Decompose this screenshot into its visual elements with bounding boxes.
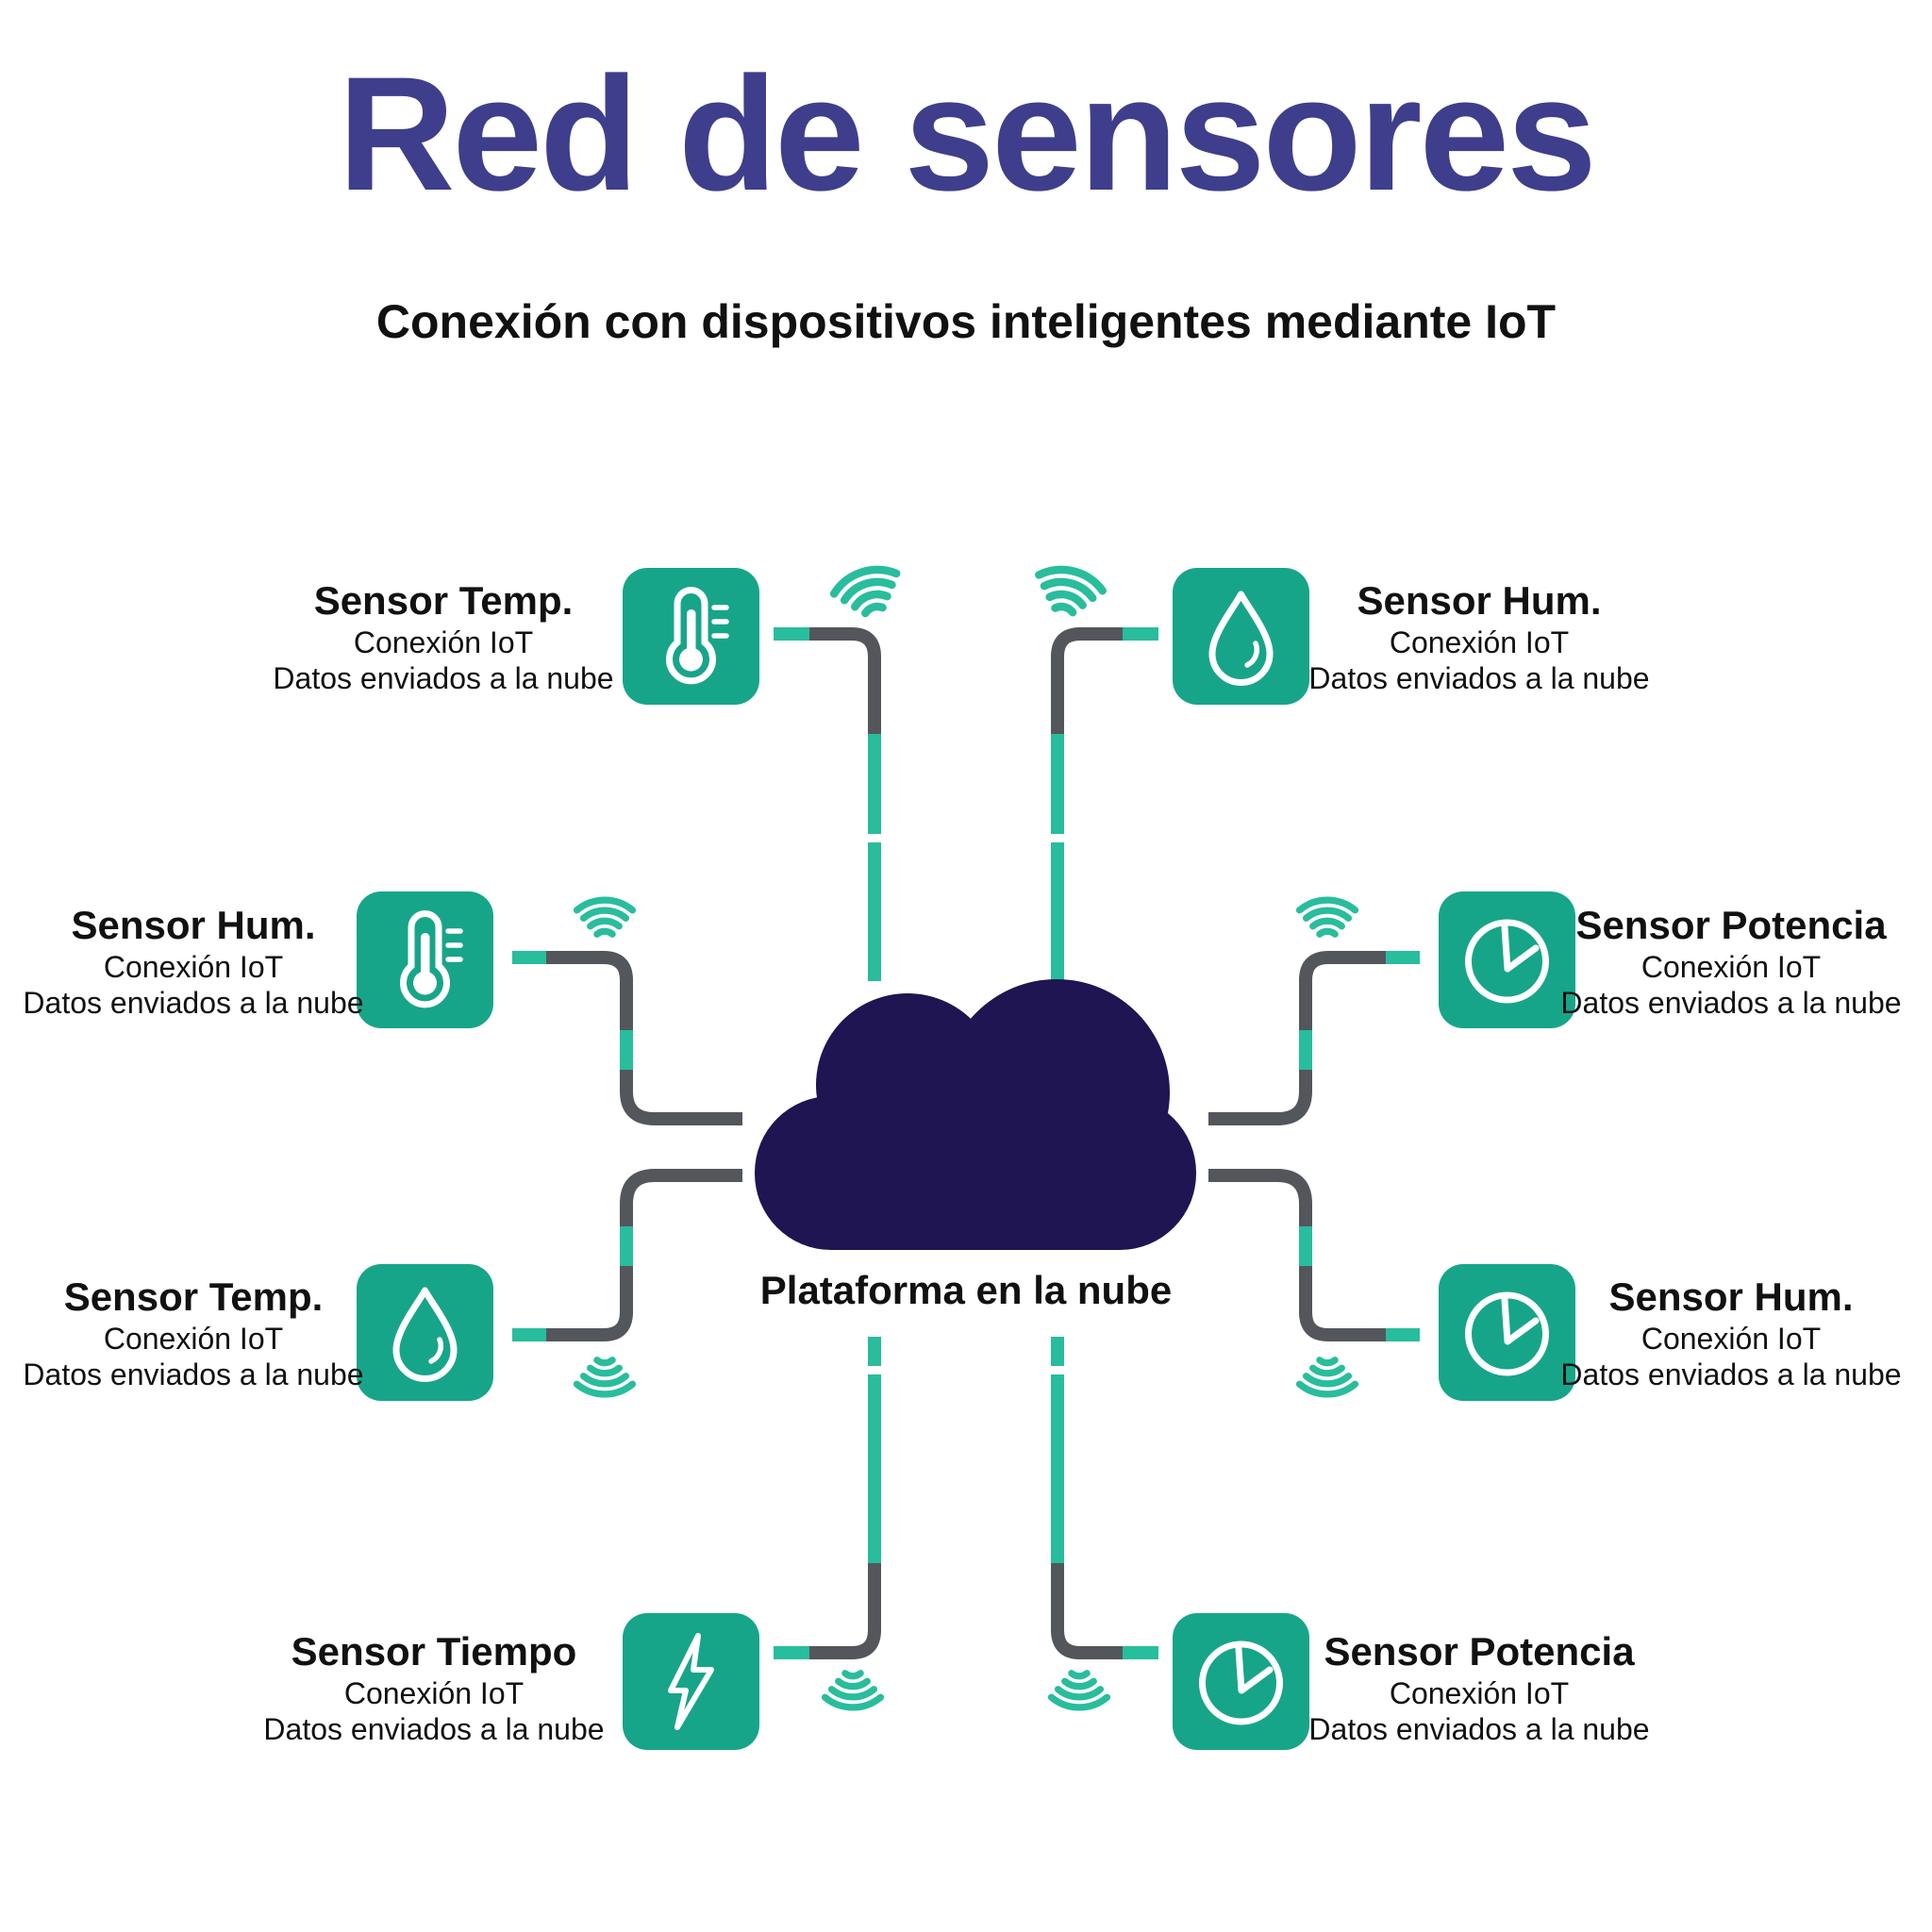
sensor-label-mid-left-lower: Sensor Temp. Conexión IoT Datos enviados…: [0, 1274, 391, 1392]
wifi-icon: [1300, 900, 1356, 934]
thermometer-icon: [666, 587, 729, 685]
wire-bottom-left: [774, 1337, 881, 1659]
sensor-name: Sensor Hum.: [1357, 578, 1602, 623]
wifi-icon: [825, 1674, 881, 1707]
wire-top-left: [774, 627, 881, 981]
sensor-data-note: Datos enviados a la nube: [23, 986, 364, 1020]
clock-icon: [1465, 919, 1549, 1004]
sensor-label-top-right: Sensor Hum. Conexión IoT Datos enviados …: [1281, 577, 1677, 696]
sensor-name: Sensor Hum.: [71, 903, 316, 947]
wire-mid-right-lower: [1208, 1169, 1420, 1341]
sensor-data-note: Datos enviados a la nube: [23, 1357, 364, 1391]
droplet-icon: [392, 1287, 458, 1382]
sensor-box-mid-left-upper: [357, 891, 493, 1028]
sensor-label-mid-right-lower: Sensor Hum. Conexión IoT Datos enviados …: [1533, 1274, 1929, 1392]
wifi-icon: [577, 1360, 633, 1394]
sensor-box-top-right: [1173, 568, 1309, 705]
sensor-connection: Conexión IoT: [103, 1322, 284, 1356]
wifi-icon: [1052, 1674, 1108, 1707]
page-subtitle: Conexión con dispositivos inteligentes m…: [375, 295, 1557, 348]
sensor-label-bottom-right: Sensor Potencia Conexión IoT Datos envia…: [1281, 1628, 1677, 1747]
sensor-connection: Conexión IoT: [1389, 625, 1570, 659]
sensor-connection: Conexión IoT: [103, 950, 284, 984]
sensor-name: Sensor Tiempo: [291, 1629, 577, 1674]
sensor-box-top-left: [623, 568, 759, 705]
sensor-label-bottom-left: Sensor Tiempo Conexión IoT Datos enviado…: [236, 1628, 632, 1747]
sensor-name: Sensor Temp.: [313, 578, 574, 623]
sensor-box-mid-right-lower: [1439, 1264, 1575, 1401]
wire-mid-left-lower: [512, 1169, 742, 1341]
lightning-icon: [668, 1633, 714, 1730]
wire-bottom-right: [1051, 1337, 1158, 1659]
sensor-data-note: Datos enviados a la nube: [1560, 986, 1902, 1020]
wire-mid-right-upper: [1208, 951, 1420, 1125]
wifi-icon: [830, 562, 905, 621]
sensor-data-note: Datos enviados a la nube: [1308, 661, 1650, 695]
sensor-label-mid-right-upper: Sensor Potencia Conexión IoT Datos envia…: [1533, 902, 1929, 1021]
cloud-icon: [755, 979, 1196, 1250]
sensor-label-top-left: Sensor Temp. Conexión IoT Datos enviados…: [245, 577, 641, 696]
sensor-data-note: Datos enviados a la nube: [1560, 1357, 1902, 1391]
thermometer-icon: [400, 910, 463, 1008]
sensor-connection: Conexión IoT: [343, 1676, 525, 1710]
sensor-name: Sensor Hum.: [1608, 1274, 1854, 1319]
sensor-name: Sensor Potencia: [1575, 903, 1887, 947]
sensor-name: Sensor Potencia: [1324, 1629, 1635, 1674]
sensor-label-mid-left-upper: Sensor Hum. Conexión IoT Datos enviados …: [0, 902, 391, 1021]
wifi-icon: [1032, 563, 1106, 618]
wifi-icon: [577, 900, 633, 934]
sensor-connection: Conexión IoT: [1641, 1322, 1822, 1356]
sensor-box-bottom-left: [623, 1613, 759, 1750]
wire-mid-left-upper: [512, 951, 742, 1125]
wire-top-right: [1051, 627, 1158, 981]
wifi-icon: [1300, 1360, 1356, 1394]
sensor-box-mid-right-upper: [1439, 891, 1575, 1028]
page-title: Red de sensores: [338, 43, 1597, 225]
sensor-name: Sensor Temp.: [63, 1274, 324, 1319]
cloud-platform-label: Plataforma en la nube: [759, 1268, 1173, 1312]
droplet-icon: [1208, 591, 1274, 686]
sensor-data-note: Datos enviados a la nube: [1308, 1712, 1650, 1746]
clock-icon: [1465, 1291, 1549, 1376]
sensor-box-mid-left-lower: [357, 1264, 493, 1401]
sensor-data-note: Datos enviados a la nube: [273, 661, 614, 695]
sensor-box-bottom-right: [1173, 1613, 1309, 1750]
sensor-data-note: Datos enviados a la nube: [263, 1712, 605, 1746]
sensor-connection: Conexión IoT: [1641, 950, 1822, 984]
sensor-connection: Conexión IoT: [1389, 1676, 1570, 1710]
sensor-connection: Conexión IoT: [353, 625, 534, 659]
clock-icon: [1199, 1641, 1283, 1725]
